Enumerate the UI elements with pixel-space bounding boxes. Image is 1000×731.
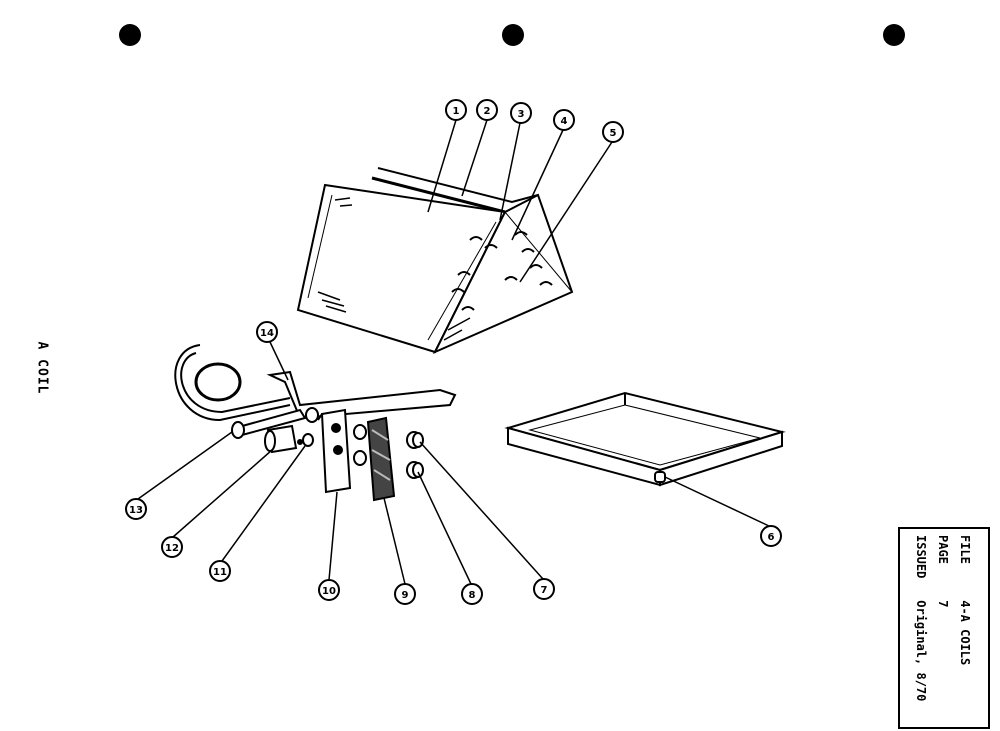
callout-11-label: 11: [213, 567, 227, 578]
callout-7-label: 7: [541, 585, 548, 596]
cap-parts: [406, 431, 424, 479]
drain-pan: [504, 391, 786, 487]
callout-8: 8: [461, 583, 483, 605]
page-label: PAGE: [936, 535, 950, 564]
callout-11: 11: [209, 560, 231, 582]
punch-hole-center: [502, 24, 524, 46]
file-value: 4-A COILS: [958, 600, 972, 666]
callout-2: 2: [476, 99, 498, 121]
callout-1-label: 1: [453, 106, 460, 117]
callout-6: 6: [760, 525, 782, 547]
file-info-box: FILE 4-A COILS PAGE 7 ISSUED Original, 8…: [898, 527, 990, 729]
page-row: PAGE 7: [936, 535, 950, 607]
callout-12: 12: [161, 536, 183, 558]
punch-hole-right: [883, 24, 905, 46]
callout-12-label: 12: [165, 543, 179, 554]
callouts: 1 2 3 4 5 6 7: [125, 99, 782, 605]
callout-3-label: 3: [518, 109, 525, 120]
callout-13: 13: [125, 498, 147, 520]
callout-3: 3: [510, 102, 532, 124]
punch-hole-left: [119, 24, 141, 46]
file-label: FILE: [958, 535, 972, 564]
callout-4: 4: [553, 109, 575, 131]
page-value: 7: [936, 600, 950, 608]
issued-row: ISSUED Original, 8/70: [914, 535, 928, 701]
callout-13-label: 13: [129, 505, 143, 516]
callout-10-label: 10: [322, 586, 336, 597]
callout-14: 14: [256, 321, 278, 343]
callout-6-label: 6: [768, 532, 775, 543]
callout-4-label: 4: [561, 116, 568, 127]
callout-9: 9: [394, 583, 416, 605]
issued-value: Original, 8/70: [914, 600, 928, 702]
callout-5-label: 5: [610, 128, 617, 139]
fitting-parts: [264, 424, 314, 454]
diagram-title: A COIL: [34, 341, 50, 395]
callout-1: 1: [445, 99, 467, 121]
callout-14-label: 14: [260, 328, 274, 339]
gasket-block: [366, 416, 396, 502]
file-row: FILE 4-A COILS: [958, 535, 972, 665]
mounting-bracket: [305, 407, 367, 494]
callout-2-label: 2: [484, 106, 491, 117]
issued-label: ISSUED: [914, 535, 928, 579]
tube-assembly: [174, 344, 457, 439]
leader-lines: [137, 119, 770, 585]
callout-8-label: 8: [469, 590, 476, 601]
callout-9-label: 9: [402, 590, 409, 601]
callout-10: 10: [318, 579, 340, 601]
callout-7: 7: [533, 578, 555, 600]
callout-5: 5: [602, 121, 624, 143]
a-coil-assembly: [296, 167, 574, 355]
